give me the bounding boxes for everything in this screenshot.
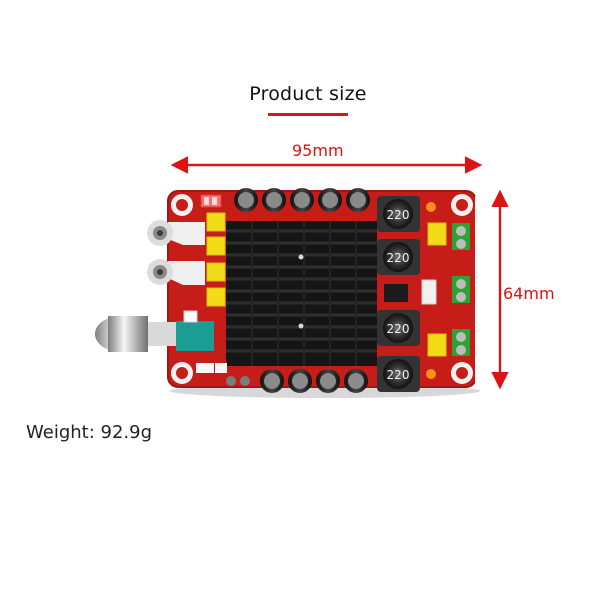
title-underline <box>268 113 348 116</box>
page-title: Product size <box>249 83 367 105</box>
height-label: 64mm <box>503 284 555 303</box>
volume-knob <box>95 310 214 352</box>
svg-text:220: 220 <box>387 251 410 265</box>
weight-label: Weight: 92.9g <box>26 422 152 443</box>
svg-text:220: 220 <box>387 368 410 382</box>
mounting-hole-icon <box>171 194 473 384</box>
top-capacitors <box>234 188 370 212</box>
svg-text:220: 220 <box>387 208 410 222</box>
heatsink <box>226 221 377 366</box>
rca-jacks <box>147 220 205 285</box>
bottom-capacitors <box>260 369 368 393</box>
width-label: 95mm <box>292 141 344 160</box>
speaker-terminals <box>452 223 470 356</box>
inductors: 220 220 220 220 <box>377 196 420 392</box>
svg-text:220: 220 <box>387 322 410 336</box>
left-yellow-capacitors <box>206 212 226 307</box>
